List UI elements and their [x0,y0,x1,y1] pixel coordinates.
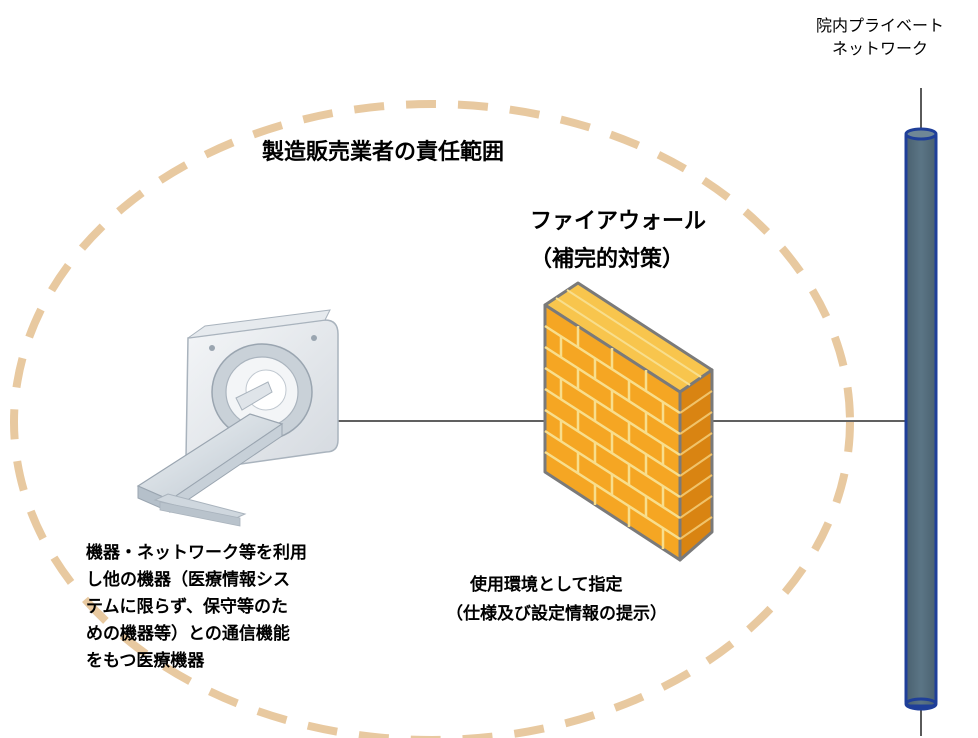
private-network-label-line2: ネットワーク [831,39,928,58]
device-description-line: 機器・ネットワーク等を利用 [86,543,307,563]
private-network-label-line1: 院内プライベート [815,16,944,35]
environment-spec-line1: 使用環境として指定 [470,575,623,595]
responsibility-scope-boundary [10,100,854,738]
scope-title: 製造販売業者の責任範囲 [262,140,505,165]
device-description-line: めの機器等）との通信機能 [86,624,290,644]
device-description: 機器・ネットワーク等を利用 し他の機器（医療情報シス テムに限らず、保守等のた … [86,540,386,675]
device-description-line: をもつ医療機器 [86,651,205,671]
device-description-line: し他の機器（医療情報シス [86,570,290,590]
device-description-line: テムに限らず、保守等のた [86,597,288,617]
environment-spec-line2: （仕様及び設定情報の提示） [446,604,667,624]
firewall-title: ファイアウォール [530,209,707,234]
private-network-label: 院内プライベート ネットワーク [800,14,960,60]
firewall-brick-wall [543,281,714,562]
firewall-subtitle: （補完的対策） [530,247,685,272]
ct-scanner-illustration [136,309,339,527]
private-network-pipe [904,88,938,736]
